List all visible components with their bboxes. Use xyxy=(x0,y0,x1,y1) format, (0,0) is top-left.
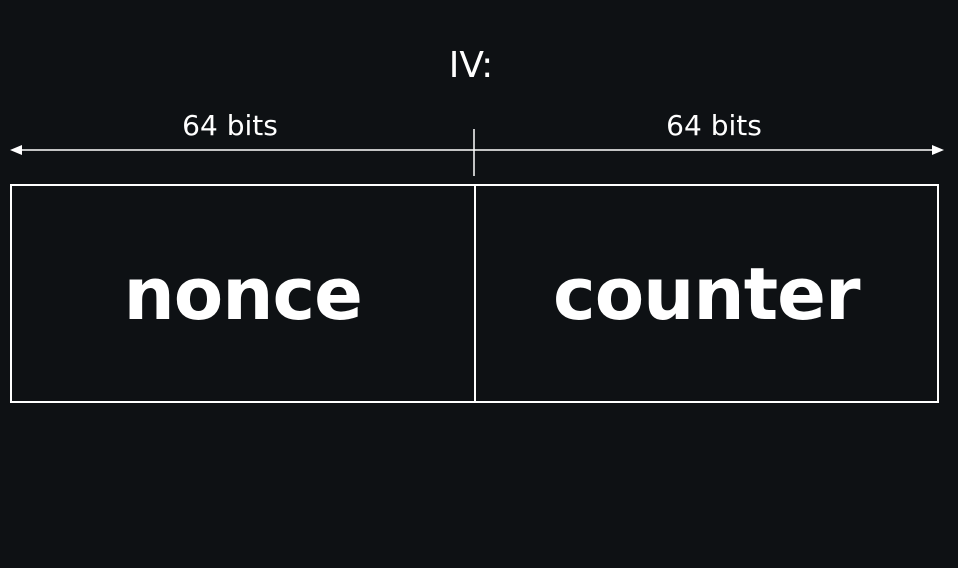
counter-field: counter xyxy=(553,251,860,336)
diagram-title: IV: xyxy=(448,45,494,86)
iv-field-box: nonce counter xyxy=(10,184,939,403)
left-bits-label: 64 bits xyxy=(182,109,278,142)
left-arrowhead-icon xyxy=(10,145,22,155)
bit-width-arrows xyxy=(10,129,944,176)
nonce-field: nonce xyxy=(12,186,476,401)
right-arrowhead-icon xyxy=(932,145,944,155)
right-bits-label: 64 bits xyxy=(666,109,762,142)
